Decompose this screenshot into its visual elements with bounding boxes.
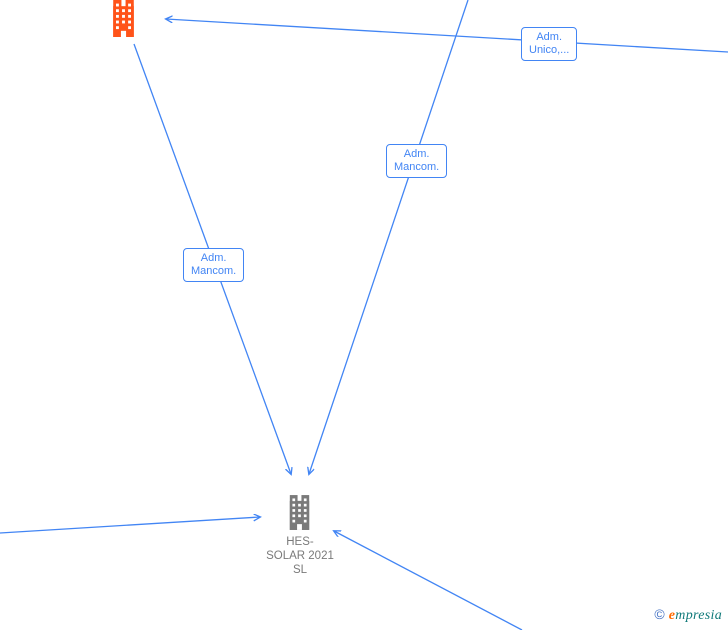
brand-rest: mpresia — [675, 608, 722, 623]
edge-label-line2: Mancom. — [191, 265, 237, 277]
edge-label-line2: Unico,... — [529, 44, 570, 56]
node-main-company[interactable] — [284, 495, 315, 535]
main-company-name-line2: SOLAR 2021 — [266, 550, 334, 562]
edge-label-line1: Adm. — [403, 148, 430, 160]
edge-label-adm-unico: Adm. Unico,... — [521, 27, 578, 61]
edge-offscreen-top-to-main — [309, 0, 469, 474]
empresia-watermark[interactable]: © empresia — [654, 606, 722, 624]
edge-left-to-main — [0, 517, 260, 534]
building-icon — [289, 495, 310, 530]
copyright-symbol: © — [654, 606, 665, 622]
edge-label-line1: Adm. — [536, 31, 563, 43]
edge-label-line2: Mancom. — [394, 161, 440, 173]
edge-label-adm-mancom-middle: Adm. Mancom. — [386, 144, 448, 178]
main-company-name[interactable]: HES- SOLAR 2021 SL — [250, 535, 350, 577]
node-top-company[interactable] — [107, 0, 140, 42]
edge-label-adm-mancom-left: Adm. Mancom. — [183, 248, 245, 282]
brand-initial: e — [668, 608, 676, 623]
edge-bottom-right-to-main — [334, 531, 523, 630]
main-company-name-line1: HES- — [286, 536, 314, 548]
main-company-name-line3: SL — [292, 564, 308, 576]
building-icon — [113, 0, 134, 38]
edge-right-to-top-company — [166, 19, 728, 53]
edge-label-line1: Adm. — [200, 252, 227, 264]
